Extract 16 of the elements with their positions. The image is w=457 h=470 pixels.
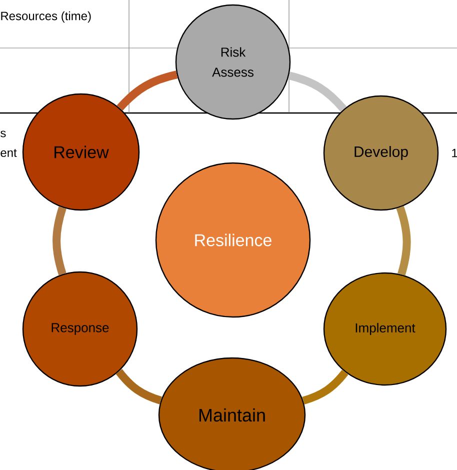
table-text: 1 bbox=[452, 148, 457, 158]
ring-connector bbox=[302, 370, 348, 405]
circle-node: Maintain bbox=[158, 357, 306, 470]
ring-connector bbox=[288, 72, 347, 112]
circle-node: Review bbox=[22, 93, 140, 211]
table-text: Resources (time) bbox=[1, 11, 91, 23]
ring-connector bbox=[116, 70, 178, 111]
ring-connector bbox=[396, 206, 411, 276]
ring-connector bbox=[116, 369, 162, 404]
circle-node: Risk Assess bbox=[175, 4, 291, 120]
table-text: s bbox=[0, 130, 6, 138]
circle-node: Develop bbox=[323, 95, 439, 211]
circle-node: Resilience bbox=[155, 162, 311, 318]
circle-node: Response bbox=[22, 271, 138, 387]
circle-node: Implement bbox=[323, 272, 447, 386]
ring-connector bbox=[52, 206, 66, 276]
